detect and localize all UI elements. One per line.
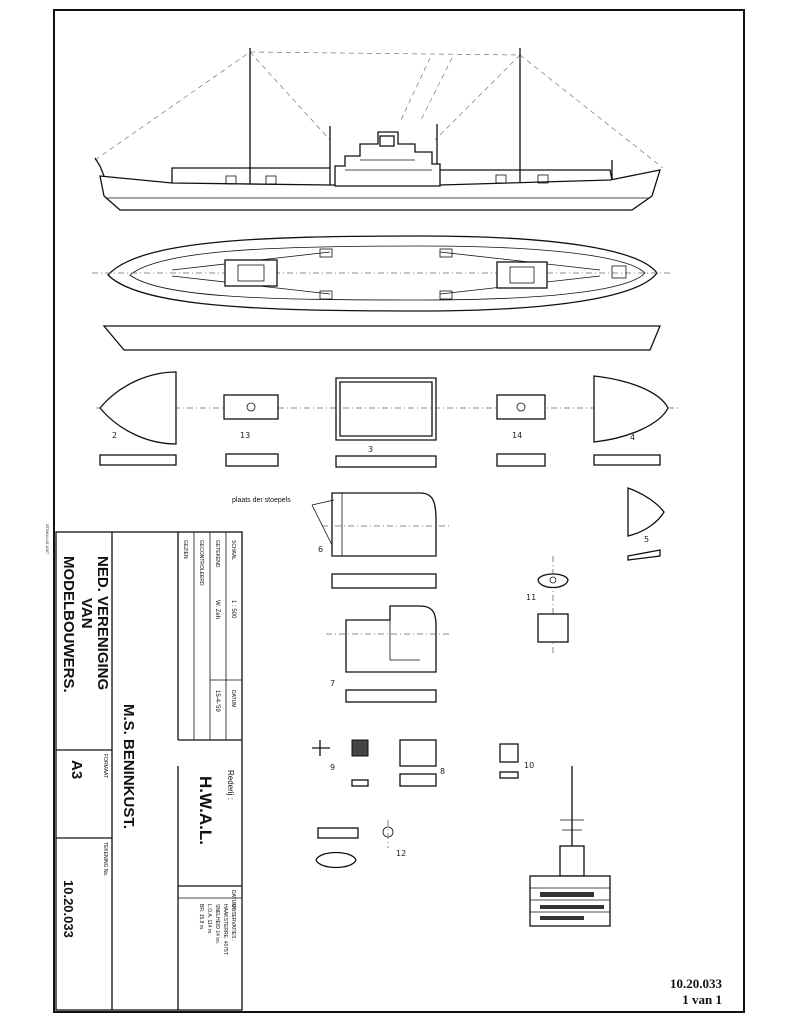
observations-line-1: HAAKSTERRE. 4075T.: [222, 904, 228, 956]
observations-line-4: BR. 15,8 m.: [198, 904, 204, 930]
schaal-label: SCHAAL: [230, 540, 236, 560]
part-label-11: 11: [526, 593, 536, 602]
part-label-13: 13: [240, 431, 250, 440]
part-11: [537, 556, 569, 656]
part-label-10: 10: [524, 761, 534, 770]
title-block: NED. VERENIGING VAN MODELBOUWERS. FORMAA…: [45, 524, 243, 1011]
stoepels-annotation: plaats der stoepels: [232, 497, 291, 504]
drawing-border: [53, 9, 745, 1013]
parts-row-2: [311, 487, 665, 589]
part-label-9: 9: [330, 763, 335, 772]
side-elevation: [94, 48, 664, 211]
footer-drawing-number: 10.20.033: [670, 976, 722, 991]
part-label-5: 5: [644, 535, 649, 544]
org-line-3: MODELBOUWERS.: [60, 556, 77, 693]
owner-label: Rederij :: [226, 770, 235, 800]
hull-profile: [102, 325, 661, 351]
schaal-value: 1 : 500: [230, 600, 236, 619]
formaat-value: A3: [68, 760, 85, 779]
part-label-12: 12: [396, 849, 406, 858]
part-label-4: 4: [630, 433, 635, 442]
observations-line-3: L.O.A. 114 m.: [206, 904, 212, 934]
datum-value: 15-4-'59: [214, 690, 220, 712]
part-label-3: 3: [368, 445, 373, 454]
gecontroleerd-label: GECONTROLEERD: [198, 540, 204, 586]
small-parts: [312, 739, 519, 869]
org-line-1: NED. VERENIGING: [94, 556, 111, 690]
org-line-2: VAN: [78, 598, 95, 629]
datum2-label: DATUM: [230, 890, 236, 907]
gezien-label: GEZIEN: [182, 540, 188, 559]
drawing-number: 10.20.033: [61, 880, 76, 938]
datum-label: DATUM: [230, 690, 236, 707]
deck-plan: [92, 235, 672, 312]
tekening-label: TEKENING No.: [102, 842, 108, 877]
mast-and-name-plate: [529, 766, 611, 927]
part-label-2: 2: [112, 431, 117, 440]
margin-stamp: STIMULUS 1007: [45, 524, 50, 555]
footer-sheet-count: 1 van 1: [682, 992, 722, 1007]
part-label-8: 8: [440, 767, 445, 776]
parts-row-1: [96, 371, 680, 468]
formaat-label: FORMAAT: [102, 754, 108, 778]
getekend-value: W. Zeh: [214, 600, 220, 619]
part-label-6: 6: [318, 545, 323, 554]
ship-name: M.S. BENINKUST.: [120, 704, 137, 829]
sheet-footer: 10.20.033 1 van 1: [670, 976, 722, 1008]
observations-label: OBSERVATIES :: [230, 904, 236, 941]
getekend-label: GETEKEND: [214, 540, 220, 568]
part-label-14: 14: [512, 431, 522, 440]
part-label-7: 7: [330, 679, 335, 688]
owner-name: H.W.A.L.: [196, 776, 215, 845]
part-7: [326, 605, 452, 703]
observations-line-2: SNELHEID 14 kn.: [214, 904, 220, 944]
part-labels: 2 13 3 14 4 6 5 11 7 9 8 10 12: [112, 431, 649, 858]
